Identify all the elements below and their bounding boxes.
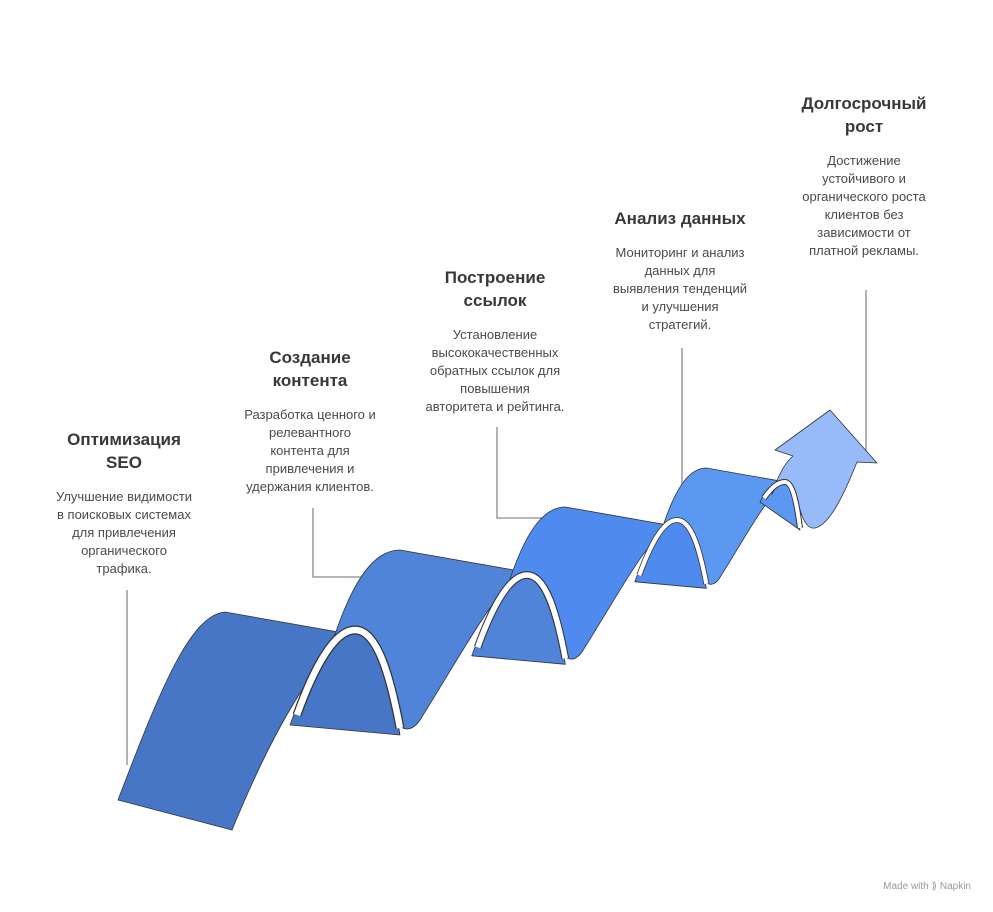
connector-2 — [312, 508, 368, 578]
step-description: Улучшение видимости в поисковых системах… — [55, 489, 193, 576]
step-analytics: Анализ данных Мониторинг и анализ данных… — [580, 207, 780, 334]
step-description: Установление высококачественных обратных… — [425, 327, 565, 414]
connector-3 — [496, 427, 550, 519]
step-links: Построение ссылок Установление высококач… — [395, 266, 595, 416]
ribbon-arch — [637, 517, 709, 585]
step-title: Построение ссылок — [444, 268, 546, 310]
step-description: Достижение устойчивого и органического р… — [802, 153, 926, 258]
step-description: Разработка ценного и релевантного контен… — [244, 407, 376, 494]
footer-credit: Made with ⟫ Napkin — [883, 881, 971, 892]
step-title: Долгосрочный рост — [801, 94, 927, 136]
ribbon-arch — [475, 572, 569, 659]
step-title: Анализ данных — [614, 209, 746, 228]
step-content: Создание контента Разработка ценного и р… — [210, 346, 410, 496]
footer-brand: Napkin — [939, 881, 971, 892]
footer-label: Made with — [883, 881, 929, 892]
step-title: Оптимизация SEO — [67, 430, 181, 472]
step-growth: Долгосрочный рост Достижение устойчивого… — [764, 92, 964, 260]
step-seo: Оптимизация SEO Улучшение видимости в по… — [24, 428, 224, 578]
ribbon-arch — [293, 626, 404, 729]
napkin-logo-icon: ⟫ — [931, 881, 938, 892]
step-description: Мониторинг и анализ данных для выявления… — [613, 245, 747, 332]
step-title: Создание контента — [269, 348, 351, 390]
ribbon-arch — [762, 480, 802, 529]
